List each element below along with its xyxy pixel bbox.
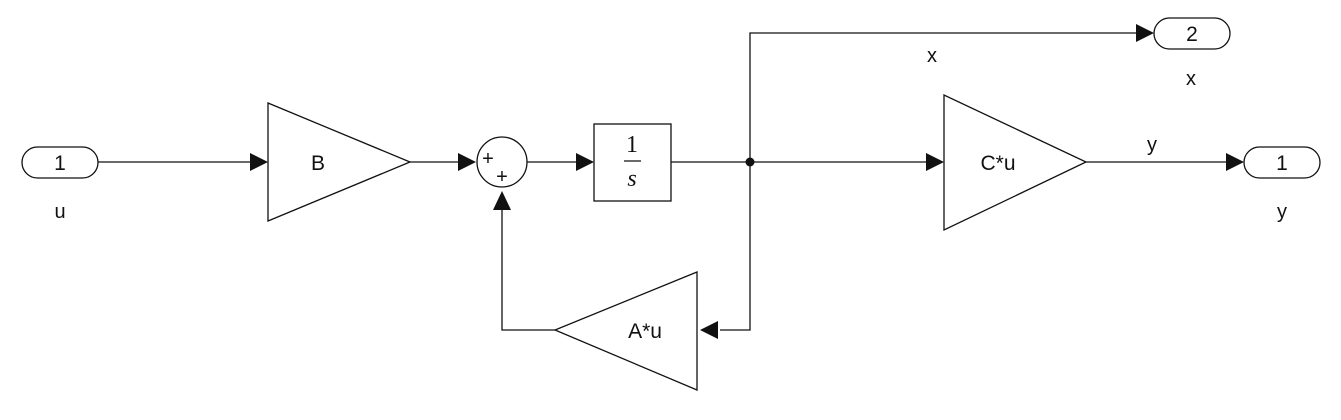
integrator-numerator: 1 — [626, 132, 638, 158]
outport-x-label: x — [1186, 68, 1196, 90]
inport-u-number: 1 — [54, 152, 66, 175]
arrowhead-gain-c-input — [926, 153, 944, 171]
gain-b-block[interactable]: B — [267, 102, 412, 222]
arrowhead-sum-input-2 — [493, 191, 511, 210]
integrator-denominator: s — [627, 166, 636, 192]
gain-a-shape[interactable] — [553, 271, 698, 391]
signal-label-y: y — [1147, 134, 1157, 156]
arrowhead-outport-y-input — [1226, 153, 1244, 171]
branch-point[interactable] — [745, 157, 755, 167]
signal-label-x: x — [927, 45, 937, 67]
gain-b-shape[interactable] — [267, 102, 412, 222]
wire-branch-to-outport-x[interactable] — [749, 32, 1136, 162]
inport-u-label: u — [54, 201, 65, 223]
outport-y-label: y — [1277, 201, 1287, 223]
signal-lines — [97, 32, 1228, 331]
integrator-block[interactable]: 1 s — [593, 123, 672, 202]
sum-block[interactable]: + + — [476, 136, 528, 188]
gain-a-label: A*u — [628, 320, 662, 343]
outport-y-number: 1 — [1276, 152, 1288, 175]
arrowhead-integrator-input — [576, 153, 594, 171]
inport-u-shape[interactable] — [21, 146, 99, 179]
outport-x-shape[interactable] — [1153, 17, 1231, 50]
gain-c-label: C*u — [980, 152, 1015, 175]
integrator-shape[interactable] — [593, 123, 672, 202]
outport-y-shape[interactable] — [1243, 146, 1321, 179]
outport-y-block[interactable]: 1 y — [1243, 146, 1321, 223]
arrowhead-outport-x-input — [1136, 24, 1154, 42]
gain-c-block[interactable]: C*u — [943, 93, 1088, 232]
arrowheads — [250, 24, 1244, 339]
gain-b-label: B — [311, 152, 325, 175]
sum-shape[interactable] — [476, 136, 528, 188]
outport-x-number: 2 — [1186, 23, 1198, 46]
arrowhead-gain-a-input — [700, 321, 718, 339]
wire-branch-to-gain-a[interactable] — [720, 162, 751, 331]
wire-gain-a-to-sum[interactable] — [501, 207, 555, 331]
gain-a-block[interactable]: A*u — [553, 271, 698, 391]
sum-sign-bottom: + — [496, 166, 508, 188]
sum-sign-left: + — [482, 148, 494, 170]
inport-u-block[interactable]: 1 u — [21, 146, 99, 223]
arrowhead-gain-b-input — [250, 153, 268, 171]
gain-c-shape[interactable] — [943, 93, 1088, 232]
outport-x-block[interactable]: 2 x — [1153, 17, 1231, 90]
arrowhead-sum-input-1 — [458, 153, 476, 171]
